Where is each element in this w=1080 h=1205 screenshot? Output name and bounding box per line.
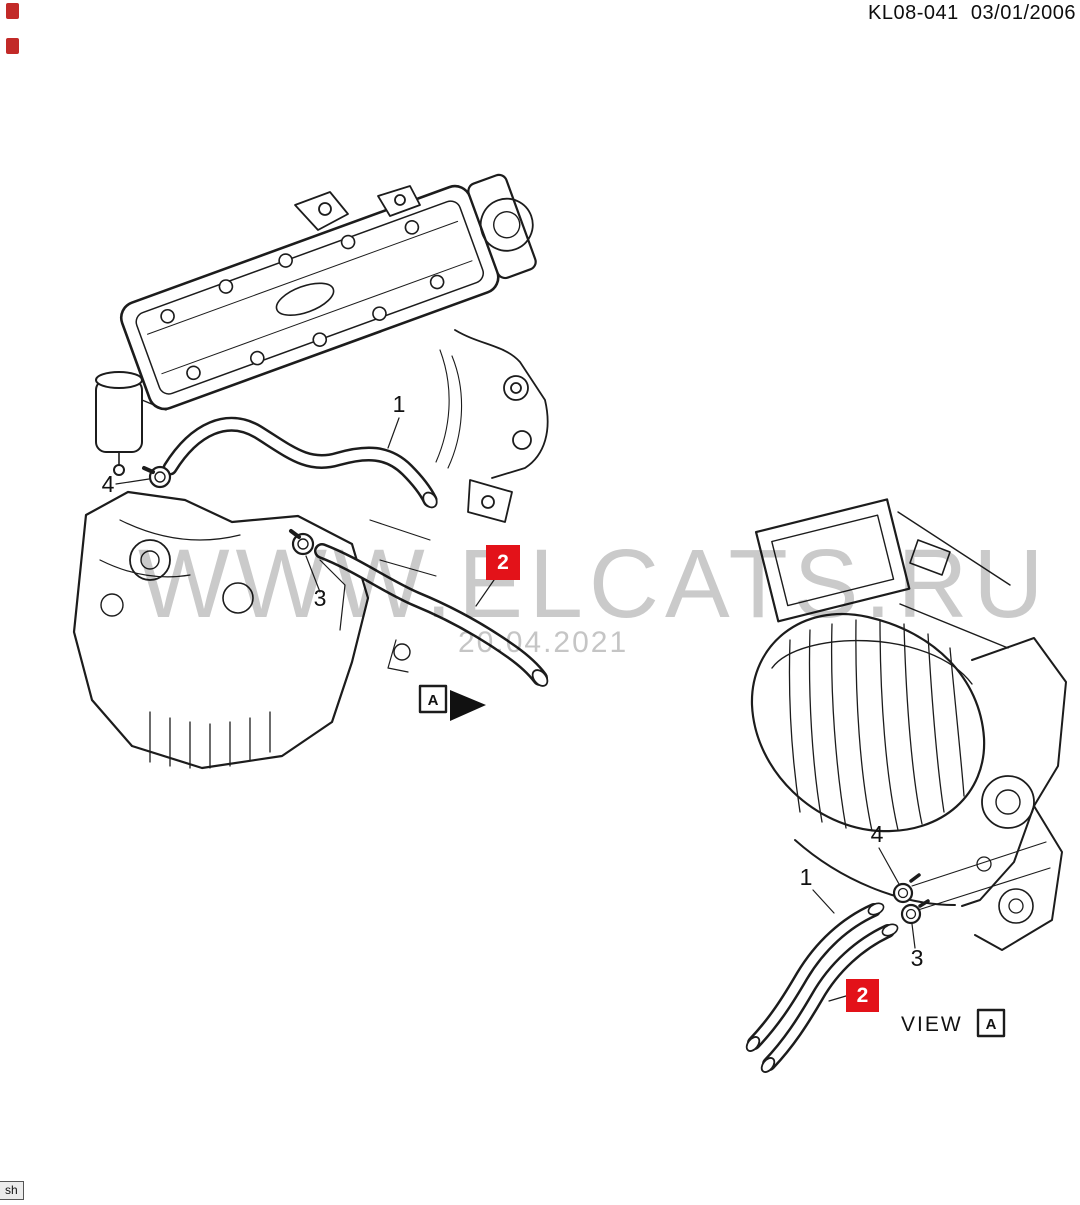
view-letter: A — [986, 1016, 997, 1033]
highlighted-part-2-badge-heater[interactable]: 2 — [846, 979, 879, 1012]
engine-right-details — [369, 329, 549, 673]
engine-callout-3: 3 — [314, 585, 327, 611]
heater-leader-lines — [812, 847, 916, 1002]
heater-callout-3: 3 — [911, 945, 924, 971]
heater-dome — [750, 612, 986, 906]
view-a-label: VIEW A — [901, 1008, 1006, 1038]
heater-illustration: 4 3 1 VIEW A — [745, 498, 1067, 1073]
heater-bracket — [961, 637, 1067, 951]
doc-reference: KL08-041 03/01/2006 — [868, 2, 1076, 24]
engine-block — [72, 490, 370, 770]
view-a-hoses — [745, 902, 899, 1073]
valve-cover-bolts — [160, 220, 445, 381]
engine-leader-lines — [115, 417, 495, 607]
valve-cover — [119, 173, 537, 411]
engine-callout-1: 1 — [393, 391, 406, 417]
clamp-guide-lines — [911, 841, 1051, 911]
hose-clamp-4 — [142, 465, 172, 489]
highlighted-part-2-badge-engine[interactable]: 2 — [486, 545, 520, 580]
section-arrow-a: A — [418, 684, 486, 721]
engine-illustration: 1 4 3 A — [72, 173, 549, 770]
red-marker-icon — [6, 3, 19, 19]
corner-sh-control[interactable]: sh — [0, 1181, 24, 1200]
top-brackets — [294, 185, 421, 231]
engine-callout-4: 4 — [102, 471, 115, 497]
red-marker-icon-2 — [6, 38, 19, 54]
ignition-coil — [95, 371, 167, 476]
arrow-icon — [450, 690, 486, 721]
frame-connect-lines — [897, 511, 1011, 649]
heater-window-frame — [754, 498, 911, 623]
heater-hose-2 — [314, 543, 549, 687]
hose-clamp-3 — [289, 529, 315, 556]
heater-callout-4: 4 — [871, 821, 884, 847]
heater-hose-1 — [162, 416, 438, 509]
view-word: VIEW — [901, 1013, 963, 1036]
view-a-clamp-3 — [900, 899, 930, 925]
section-arrow-letter: A — [428, 692, 439, 709]
view-a-clamp-4 — [892, 873, 921, 904]
frame-bracket — [909, 539, 951, 576]
heater-callout-1: 1 — [800, 864, 813, 890]
